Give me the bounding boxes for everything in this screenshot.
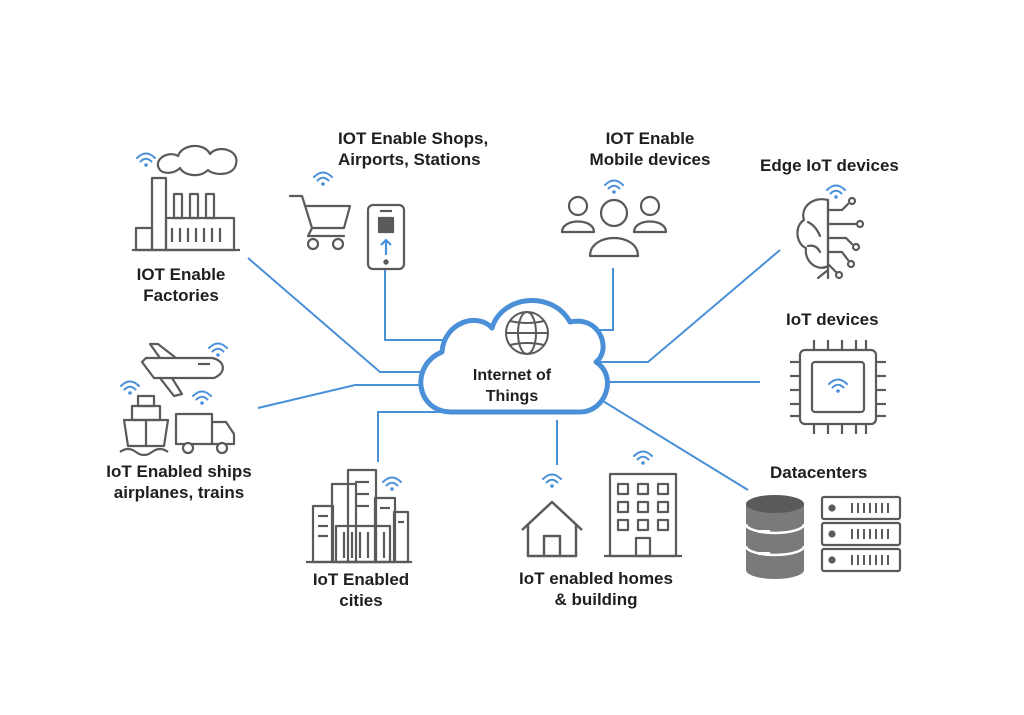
- label-line: IOT Enable: [605, 129, 695, 148]
- hub-label: Internet of Things: [452, 365, 572, 407]
- connector-transport: [257, 384, 428, 409]
- label-line: airplanes, trains: [113, 483, 245, 502]
- house-icon: [521, 500, 583, 558]
- connector-lines: [247, 249, 781, 491]
- node-label-mobile: IOT Enable Mobile devices: [580, 128, 720, 170]
- wifi-signal-icon: [120, 380, 140, 396]
- airplane-icon: [140, 342, 224, 398]
- smartphone-icon: [366, 203, 406, 271]
- connector-factories: [247, 257, 425, 373]
- users-icon: [560, 195, 668, 258]
- label-line: IOT Enable: [136, 265, 226, 284]
- brain-circuit-icon: [796, 196, 865, 280]
- wifi-signal-icon: [542, 473, 562, 489]
- label-line: Factories: [143, 286, 219, 305]
- label-line: Mobile devices: [589, 150, 711, 169]
- node-label-shops: IOT Enable Shops, Airports, Stations: [338, 128, 488, 170]
- hub-label-line: Internet of: [472, 367, 552, 384]
- factory-icon: [132, 144, 240, 252]
- label-line: Airports, Stations: [338, 150, 481, 169]
- ship-icon: [119, 394, 170, 457]
- node-label-transport: IoT Enabled ships airplanes, trains: [100, 461, 258, 503]
- wifi-signal-icon: [192, 390, 212, 406]
- connector-shops: [384, 268, 468, 341]
- city-skyline-icon: [306, 468, 412, 564]
- connector-datacenters: [597, 397, 749, 491]
- hub-label-line: Things: [485, 388, 539, 405]
- database-icon: [744, 495, 806, 579]
- label-line: cities: [339, 591, 383, 610]
- label-line: IoT Enabled ships: [106, 462, 252, 481]
- label-line: Edge IoT devices: [760, 156, 899, 175]
- wifi-signal-icon: [604, 179, 624, 195]
- chip-icon: [790, 340, 886, 434]
- wifi-signal-icon: [313, 171, 333, 187]
- cloud-hub: [418, 298, 610, 415]
- wifi-signal-icon: [382, 476, 402, 492]
- label-line: IoT enabled homes: [519, 569, 673, 588]
- office-building-icon: [604, 472, 682, 558]
- shopping-cart-icon: [288, 194, 352, 251]
- label-line: & building: [554, 590, 638, 609]
- node-label-iot-devices: IoT devices: [786, 309, 879, 330]
- label-line: IoT Enabled: [312, 570, 410, 589]
- wifi-signal-icon: [633, 450, 653, 466]
- globe-icon: [505, 311, 549, 355]
- node-label-edge: Edge IoT devices: [760, 155, 899, 176]
- node-label-factories: IOT Enable Factories: [118, 264, 244, 306]
- node-label-datacenters: Datacenters: [770, 462, 867, 483]
- label-line: IOT Enable Shops,: [338, 129, 489, 148]
- label-line: IoT devices: [786, 310, 879, 329]
- node-label-cities: IoT Enabled cities: [300, 569, 422, 611]
- wifi-signal-icon: [208, 342, 228, 358]
- node-label-homes: IoT enabled homes & building: [510, 568, 682, 610]
- connector-cities: [377, 411, 452, 462]
- wifi-signal-icon: [826, 184, 846, 200]
- label-line: Datacenters: [770, 463, 868, 482]
- server-rack-icon: [820, 495, 902, 573]
- wifi-signal-icon: [136, 152, 156, 168]
- connector-edge: [600, 249, 781, 363]
- truck-icon: [174, 412, 236, 455]
- wifi-signal-icon: [828, 378, 848, 394]
